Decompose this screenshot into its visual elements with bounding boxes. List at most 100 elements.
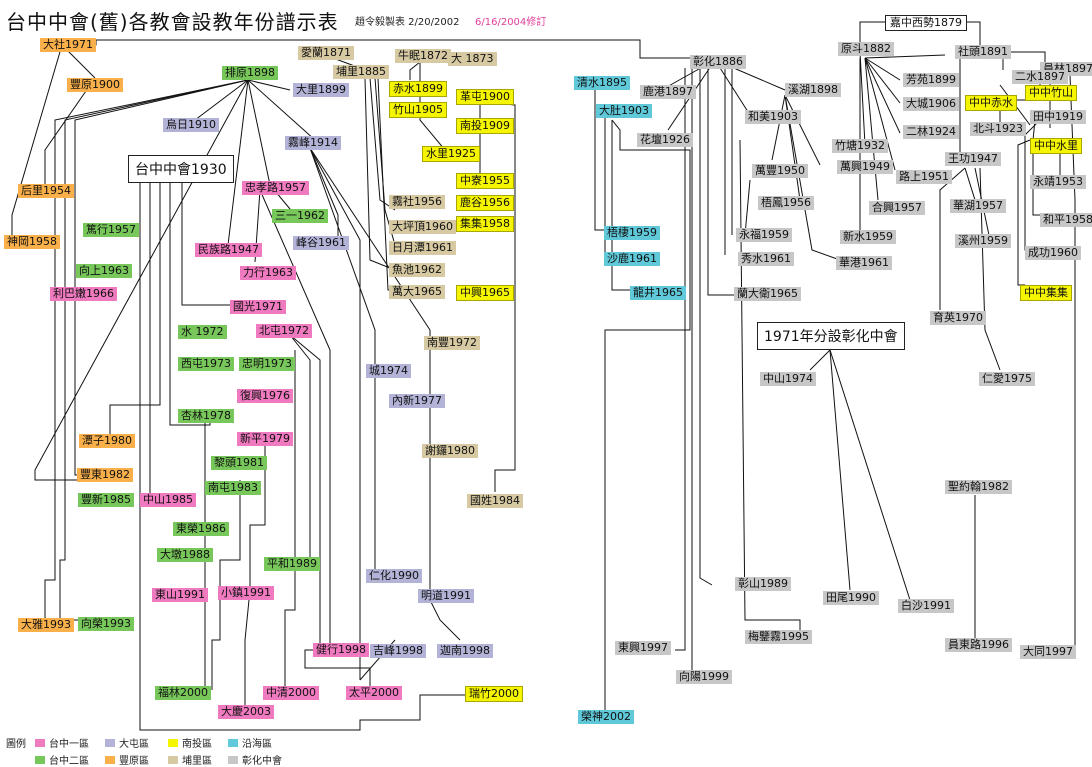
legend-swatch: [105, 738, 115, 747]
church-node: 日月潭1961: [389, 241, 456, 255]
church-node: 峰谷1961: [293, 236, 349, 250]
church-node: 大同1997: [1020, 645, 1076, 659]
legend-item-fy: 豐原區: [105, 752, 149, 767]
legend-item-dt: 大屯區: [105, 735, 149, 750]
church-node: 向上1963: [76, 264, 132, 278]
church-node: 水 1972: [178, 325, 227, 339]
church-node: 豐東1982: [77, 468, 133, 482]
church-node: 魚池1962: [389, 263, 445, 277]
church-node: 沙鹿1961: [604, 252, 660, 266]
church-node: 榮神2002: [578, 710, 634, 724]
church-node: 花壇1926: [637, 133, 693, 147]
church-node: 西屯1973: [178, 357, 234, 371]
page-title: 台中中會(舊)各教會設教年份譜示表: [6, 10, 339, 34]
church-node: 竹塘1932: [832, 139, 888, 153]
church-node: 梧鳳1956: [758, 196, 814, 210]
legend-swatch: [168, 738, 178, 747]
church-node: 梧棲1959: [604, 226, 660, 240]
church-node: 瑞竹2000: [465, 686, 523, 702]
church-node: 北屯1972: [256, 324, 312, 338]
church-node: 大里1899: [293, 83, 349, 97]
church-node: 和美1903: [745, 110, 801, 124]
church-node: 王功1947: [945, 152, 1001, 166]
church-node: 大慶2003: [218, 705, 274, 719]
church-node: 國光1971: [230, 300, 286, 314]
church-node: 社頭1891: [955, 45, 1011, 59]
church-node: 城1974: [366, 364, 411, 378]
church-node: 和平1958: [1040, 213, 1092, 227]
revision-date: 6/16/2004修訂: [475, 17, 547, 28]
church-node: 中中竹山: [1025, 85, 1077, 101]
church-node: 烏日1910: [163, 118, 219, 132]
church-node: 東榮1986: [173, 522, 229, 536]
church-node: 二水1897: [1012, 70, 1068, 84]
church-node: 福林2000: [155, 686, 211, 700]
church-node: 篤行1957: [83, 223, 139, 237]
church-node: 南投1909: [456, 118, 514, 134]
legend-label: 埔里區: [182, 756, 212, 767]
church-node: 二林1924: [903, 125, 959, 139]
legend-item-pl: 埔里區: [168, 752, 212, 767]
church-node: 東興1997: [615, 641, 671, 655]
church-node: 牛眠1872: [395, 49, 451, 63]
church-node: 溪州1959: [955, 234, 1011, 248]
legend-item-nt: 南投區: [168, 735, 212, 750]
church-node: 白沙1991: [898, 599, 954, 613]
church-node: 大雅1993: [18, 618, 74, 632]
church-node: 芳苑1899: [903, 73, 959, 87]
church-node: 明道1991: [418, 589, 474, 603]
church-node: 向榮1993: [78, 617, 134, 631]
church-node: 杏林1978: [178, 409, 234, 423]
church-node: 后里1954: [18, 184, 74, 198]
church-node: 霧峰1914: [285, 136, 341, 150]
church-node: 小鎮1991: [218, 586, 274, 600]
church-node: 忠明1973: [239, 357, 295, 371]
church-node: 霧社1956: [389, 195, 445, 209]
church-node: 成功1960: [1025, 246, 1081, 260]
legend-swatch: [228, 738, 238, 747]
church-node: 水里1925: [422, 146, 480, 162]
church-node: 彰化1886: [690, 55, 746, 69]
legend-item-t1: 台中一區: [35, 735, 89, 750]
church-node: 利巴嫩1966: [50, 287, 117, 301]
church-node: 健行1998: [313, 643, 369, 657]
root-node-1879: 嘉中西勢1879: [885, 15, 967, 31]
church-node: 內新1977: [389, 394, 445, 408]
church-node: 永福1959: [736, 228, 792, 242]
church-node: 鹿港1897: [640, 85, 696, 99]
church-node: 力行1963: [240, 266, 296, 280]
church-node: 華湖1957: [950, 199, 1006, 213]
church-node: 大坪頂1960: [389, 220, 456, 234]
church-node: 員東路1996: [945, 638, 1012, 652]
legend-item-hs: 沿海區: [228, 735, 272, 750]
banner-1971: 1971年分設彰化中會: [757, 322, 905, 350]
legend-swatch: [228, 755, 238, 764]
legend-swatch: [35, 755, 45, 764]
legend-label: 沿海區: [242, 739, 272, 750]
church-node: 愛蘭1871: [298, 46, 354, 60]
church-node: 龍井1965: [630, 286, 686, 300]
church-node: 路上1951: [896, 170, 952, 184]
church-node: 大城1906: [903, 97, 959, 111]
church-node: 中中集集: [1020, 285, 1072, 301]
legend-label: 彰化中會: [242, 756, 282, 767]
church-node: 東山1991: [152, 588, 208, 602]
church-node: 中山1974: [760, 372, 816, 386]
church-node: 育英1970: [930, 311, 986, 325]
church-node: 豐新1985: [78, 493, 134, 507]
legend-label: 南投區: [182, 739, 212, 750]
church-node: 中清2000: [263, 686, 319, 700]
church-node: 埔里1885: [333, 65, 389, 79]
church-node: 梅鑒霧1995: [745, 630, 812, 644]
church-node: 萬豐1950: [752, 164, 808, 178]
church-node: 萬大1965: [389, 285, 445, 299]
church-node: 向陽1999: [676, 670, 732, 684]
church-node: 秀水1961: [738, 252, 794, 266]
church-node: 復興1976: [237, 389, 293, 403]
legend-swatch: [168, 755, 178, 764]
church-node: 原斗1882: [838, 42, 894, 56]
church-node: 中寮1955: [456, 173, 514, 189]
church-node: 蘭大衛1965: [734, 287, 801, 301]
church-node: 神岡1958: [4, 235, 60, 249]
church-node: 大肚1903: [596, 104, 652, 118]
